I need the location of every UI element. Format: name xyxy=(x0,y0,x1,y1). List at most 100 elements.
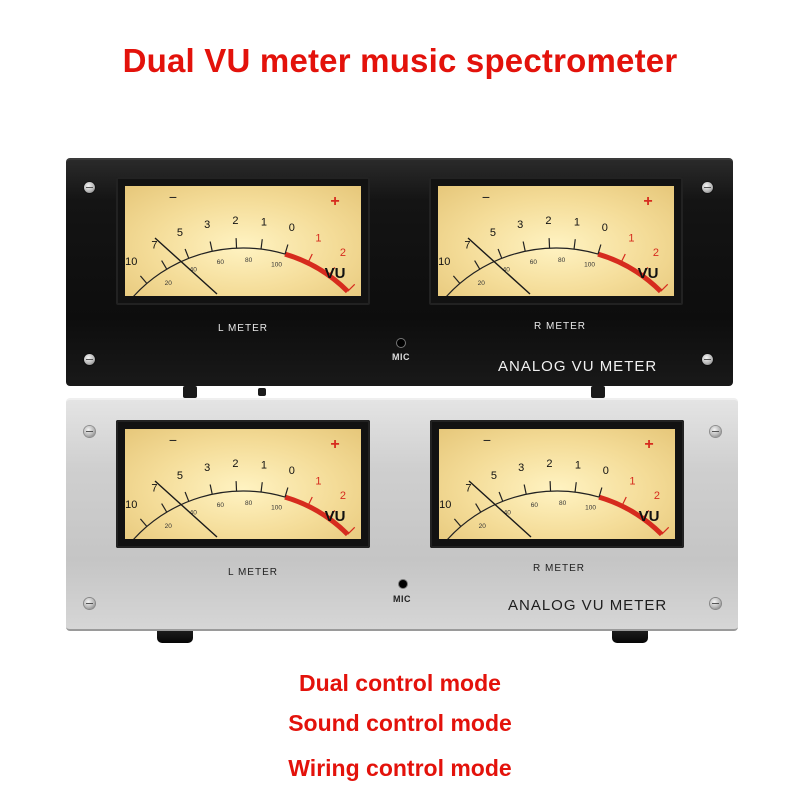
scale-tick xyxy=(347,526,356,535)
db-tick-label: 2 xyxy=(340,490,346,502)
meter-face: 2010753210123020406080100−+VU xyxy=(125,429,361,539)
db-tick-label: 7 xyxy=(151,483,157,495)
db-tick-label: 5 xyxy=(177,227,183,239)
scale-tick xyxy=(522,241,526,252)
brand-label: ANALOG VU METER xyxy=(498,358,658,375)
headline: Dual VU meter music spectrometer xyxy=(122,42,678,79)
percent-tick-label: 20 xyxy=(479,523,487,530)
feature-line: Dual control mode xyxy=(299,670,501,696)
scale-tick xyxy=(139,518,148,527)
left-meter: 2010753210123020406080100−+VU xyxy=(116,177,370,305)
vu-meter-unit-black: 2010753210123020406080100−+VU 2010753210… xyxy=(66,158,733,386)
scale-tick xyxy=(125,537,130,539)
vu-scale: 2010753210123020406080100−+VU xyxy=(125,432,356,539)
percent-tick-label: 60 xyxy=(217,259,225,266)
percent-tick-label: 100 xyxy=(271,261,282,268)
red-zone-arc xyxy=(597,251,663,294)
screw-icon xyxy=(702,182,713,193)
scale-tick xyxy=(661,526,670,535)
screw-icon xyxy=(84,426,95,437)
scale-tick xyxy=(328,267,336,276)
scale-tick xyxy=(498,491,504,502)
mic-label: MIC xyxy=(393,594,411,604)
scale-tick xyxy=(125,294,130,296)
percent-tick-label: 100 xyxy=(271,504,282,511)
db-tick-label: 2 xyxy=(545,215,551,227)
scale-tick xyxy=(347,283,356,292)
knob-icon xyxy=(258,388,266,396)
red-zone-arc xyxy=(284,494,350,537)
vu-scale: 2010753210123020406080100−+VU xyxy=(125,189,356,296)
minus-sign: − xyxy=(482,189,490,205)
percent-tick-label: 40 xyxy=(190,267,198,274)
percent-tick-label: 60 xyxy=(530,259,538,266)
vu-unit-label: VU xyxy=(639,508,660,525)
screw-icon xyxy=(710,426,721,437)
db-tick-label: 3 xyxy=(204,462,210,474)
scale-tick xyxy=(475,503,482,513)
plus-sign: + xyxy=(644,436,653,453)
percent-tick-label: 60 xyxy=(217,502,225,509)
db-tick-label: 7 xyxy=(151,240,157,252)
screw-icon xyxy=(702,354,713,365)
percent-tick-label: 80 xyxy=(245,257,253,264)
meter-needle xyxy=(154,237,218,295)
db-tick-label: 2 xyxy=(654,490,660,502)
screw-icon xyxy=(84,354,95,365)
meter-face: 2010753210123020406080100−+VU xyxy=(439,429,675,539)
scale-tick xyxy=(573,239,576,250)
percent-tick-label: 40 xyxy=(503,267,511,274)
db-tick-label: 5 xyxy=(491,470,497,482)
scale-arc xyxy=(133,490,286,539)
right-meter-label: R METER xyxy=(534,321,586,332)
vu-unit-label: VU xyxy=(325,508,346,525)
scale-tick xyxy=(209,241,213,252)
scale-tick xyxy=(284,487,289,498)
scale-tick xyxy=(438,294,443,296)
db-tick-label: 1 xyxy=(628,232,634,244)
db-tick-label: 3 xyxy=(204,219,210,231)
db-tick-label: 10 xyxy=(125,256,137,268)
left-meter-label: L METER xyxy=(218,323,268,334)
red-zone-arc xyxy=(598,494,664,537)
right-meter: 2010753210123020406080100−+VU xyxy=(429,177,683,305)
screw-icon xyxy=(84,598,95,609)
scale-tick xyxy=(307,253,313,264)
minus-sign: − xyxy=(483,432,491,448)
scale-tick xyxy=(621,496,627,507)
percent-tick-label: 40 xyxy=(190,510,198,517)
scale-arc xyxy=(447,490,600,539)
scale-tick xyxy=(620,253,626,264)
db-tick-label: 0 xyxy=(602,222,608,234)
plus-sign: + xyxy=(643,193,652,210)
screw-icon xyxy=(84,182,95,193)
scale-tick xyxy=(284,244,289,255)
percent-tick-label: 100 xyxy=(584,261,595,268)
percent-tick-label: 60 xyxy=(531,502,539,509)
foot-icon xyxy=(157,631,193,643)
scale-tick xyxy=(439,537,444,539)
left-meter: 2010753210123020406080100−+VU xyxy=(116,420,370,548)
scale-tick xyxy=(453,518,462,527)
db-tick-label: 2 xyxy=(232,458,238,470)
db-tick-label: 0 xyxy=(289,222,295,234)
db-tick-label: 0 xyxy=(603,465,609,477)
mic-label: MIC xyxy=(392,352,410,362)
scale-tick xyxy=(184,248,190,259)
percent-tick-label: 20 xyxy=(165,523,173,530)
scale-tick xyxy=(597,244,602,255)
db-tick-label: 0 xyxy=(289,465,295,477)
db-tick-label: 2 xyxy=(653,247,659,259)
db-tick-label: 3 xyxy=(518,462,524,474)
scale-tick xyxy=(184,491,190,502)
db-tick-label: 1 xyxy=(575,459,581,471)
meter-face: 2010753210123020406080100−+VU xyxy=(438,186,674,296)
scale-tick xyxy=(209,484,213,495)
db-tick-label: 1 xyxy=(574,216,580,228)
db-tick-label: 10 xyxy=(125,499,137,511)
minus-sign: − xyxy=(169,189,177,205)
scale-tick xyxy=(161,503,168,513)
minus-sign: − xyxy=(169,432,177,448)
scale-tick xyxy=(497,248,503,259)
plus-sign: + xyxy=(330,193,339,210)
